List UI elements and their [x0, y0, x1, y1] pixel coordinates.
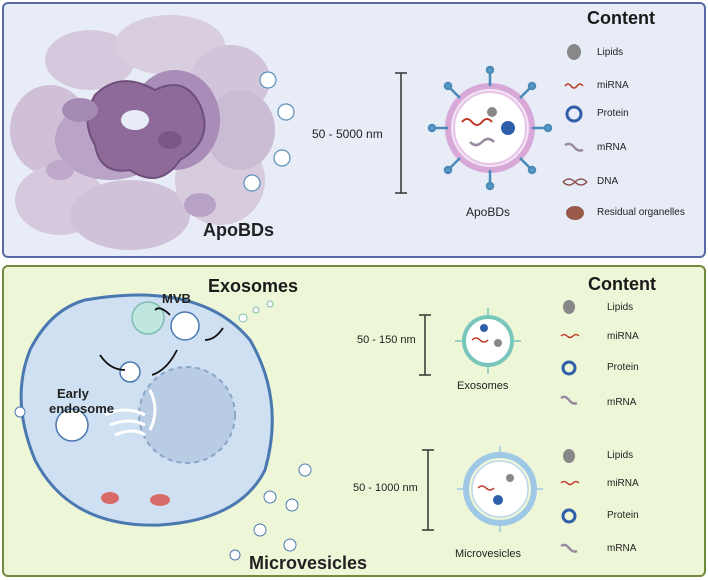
mirna-icon — [560, 333, 580, 339]
micro-legend-mirna: miRNA — [607, 478, 639, 489]
apobds-scale-bar-icon — [395, 72, 407, 194]
microvesicle-icon — [457, 446, 543, 532]
microvesicle-scale-label: 50 - 1000 nm — [353, 482, 418, 494]
micro-legend-protein: Protein — [607, 510, 639, 521]
exosome-scale-label: 50 - 150 nm — [357, 334, 416, 346]
mvb-label: MVB — [162, 291, 191, 306]
legend-mrna: mRNA — [597, 142, 627, 153]
early-endosome-label-line1: Early — [57, 386, 89, 401]
released-exosomes-icon — [238, 300, 274, 323]
bottom-content-heading: Content — [588, 274, 656, 294]
dna-icon — [562, 178, 588, 186]
micro-legend-lipids: Lipids — [607, 450, 634, 461]
mrna-icon — [560, 395, 578, 405]
small-vesicles-icon — [243, 71, 295, 192]
protein-icon — [565, 105, 583, 123]
lipid-icon — [563, 449, 575, 463]
exo-legend-lipids: Lipids — [607, 302, 634, 313]
top-content-heading: Content — [587, 8, 655, 28]
protein-icon — [561, 508, 577, 524]
micro-legend-mrna: mRNA — [607, 543, 637, 554]
exosome-vesicle-icon — [455, 308, 521, 374]
exosome-vesicle-label: Exosomes — [457, 380, 509, 392]
released-microvesicles-icon — [14, 406, 312, 561]
mirna-icon — [560, 480, 580, 486]
mirna-icon — [564, 83, 584, 89]
exo-legend-mirna: miRNA — [607, 331, 639, 342]
early-endosome-label-line2: endosome — [49, 401, 115, 416]
microvesicle-scale-bar-icon — [422, 449, 434, 531]
apobd-vesicle-icon — [427, 65, 553, 191]
exosome-scale-bar-icon — [419, 314, 431, 376]
legend-dna: DNA — [597, 176, 619, 187]
apoptotic-cell-cluster-icon — [10, 15, 275, 250]
mrna-icon — [560, 543, 578, 553]
microvesicles-title: Microvesicles — [249, 553, 368, 573]
legend-protein: Protein — [597, 108, 629, 119]
apobds-scale-label: 50 - 5000 nm — [312, 127, 383, 141]
mrna-icon — [564, 142, 584, 152]
cell-icon — [19, 293, 274, 527]
organelle-icon — [566, 206, 584, 220]
exosomes-title: Exosomes — [208, 276, 299, 296]
exo-legend-mrna: mRNA — [607, 397, 637, 408]
legend-mirna: miRNA — [597, 80, 629, 91]
apobds-title: ApoBDs — [203, 220, 274, 240]
apobds-vesicle-label: ApoBDs — [466, 205, 511, 219]
lipid-icon — [563, 300, 575, 314]
pathway-arrows-icon — [99, 307, 224, 376]
legend-residual-organelles: Residual organelles — [597, 207, 685, 218]
protein-icon — [561, 360, 577, 376]
microvesicle-vesicle-label: Microvesicles — [455, 548, 522, 560]
lipid-icon — [567, 44, 581, 60]
legend-lipids: Lipids — [597, 47, 624, 58]
exo-legend-protein: Protein — [607, 362, 639, 373]
